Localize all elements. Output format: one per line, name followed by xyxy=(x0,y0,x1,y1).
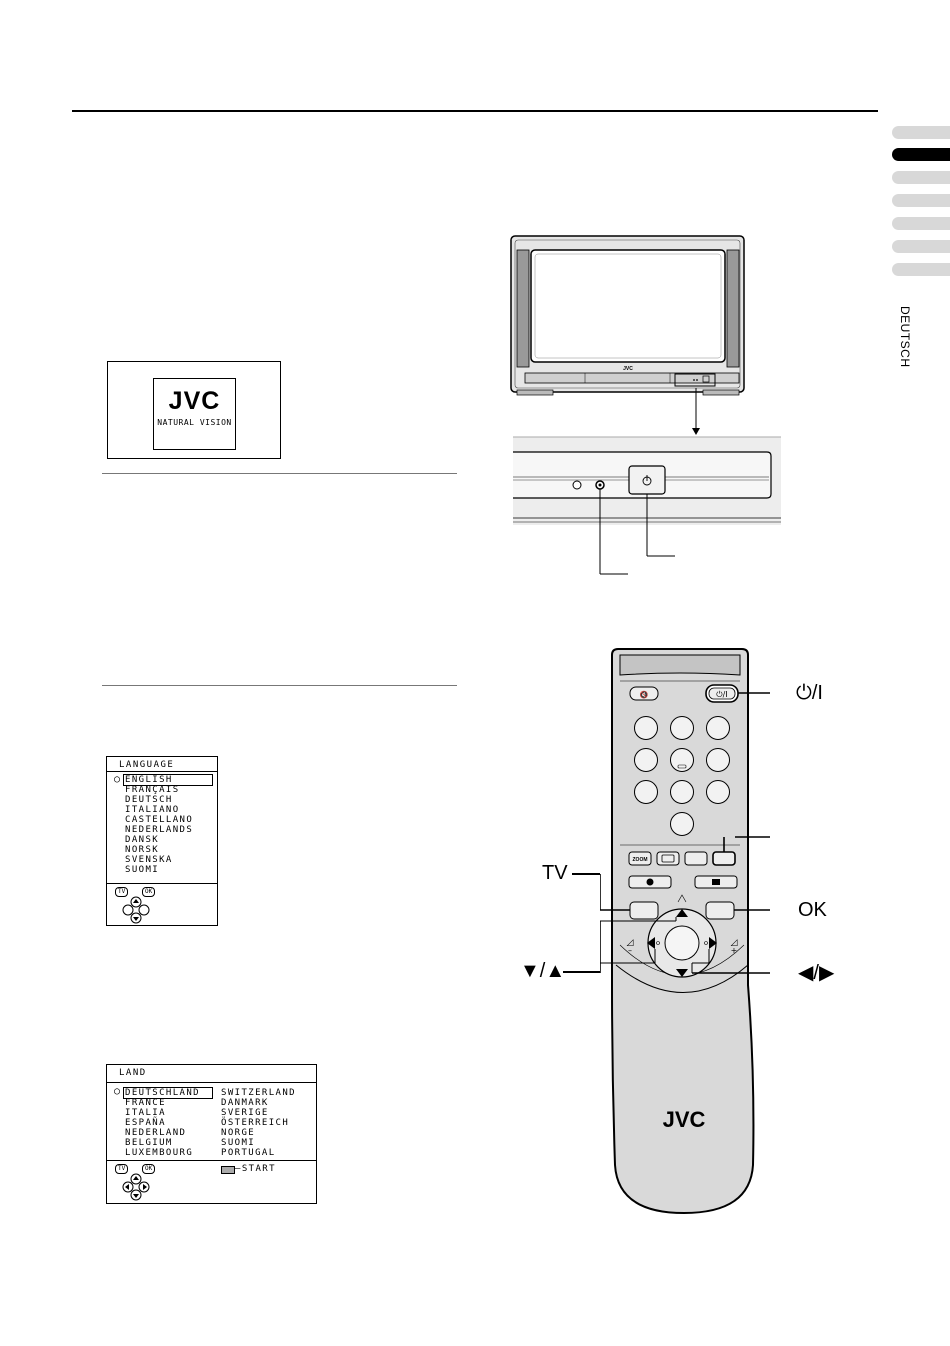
language-option[interactable]: NEDERLANDS xyxy=(125,825,194,835)
land-option[interactable]: SVERIGE xyxy=(221,1108,269,1118)
power-callout: ⏻/I xyxy=(796,682,823,704)
menu-divider xyxy=(107,1160,316,1161)
dpad-four-way-icon xyxy=(122,1173,150,1201)
side-tab[interactable] xyxy=(892,217,950,230)
menu-divider xyxy=(107,883,217,884)
up-down-leader-line xyxy=(563,971,600,973)
left-right-callout: ◀/▶ xyxy=(798,962,835,984)
remote-jvc-logo: JVC xyxy=(663,1107,706,1132)
side-language-label: DEUTSCH xyxy=(898,306,912,368)
land-option[interactable]: ÖSTERREICH xyxy=(221,1118,290,1128)
dpad-up-down-icon xyxy=(122,896,150,924)
land-menu-title: LAND xyxy=(119,1068,147,1078)
splash-tagline: NATURAL VISION xyxy=(157,418,232,427)
land-option[interactable]: SWITZERLAND xyxy=(221,1088,297,1098)
land-option[interactable]: LUXEMBOURG xyxy=(125,1148,194,1158)
header-rule xyxy=(72,110,878,112)
land-option[interactable]: NORGE xyxy=(221,1128,256,1138)
svg-text:◿: ◿ xyxy=(627,938,634,948)
tv-callout: TV xyxy=(542,862,568,884)
remote-control: 🔇 ⏻/I ZOOM ◿ – ◿ + JVC xyxy=(600,648,770,1215)
language-option[interactable]: SVENSKA xyxy=(125,855,173,865)
language-menu-title: LANGUAGE xyxy=(119,760,175,770)
tv-key-icon: TV xyxy=(115,1164,129,1174)
svg-text:–: – xyxy=(628,946,632,955)
language-option[interactable]: ITALIANO xyxy=(125,805,180,815)
section-divider xyxy=(102,473,457,474)
zoom-label: ZOOM xyxy=(633,857,648,863)
ok-callout: OK xyxy=(798,899,827,921)
land-option[interactable]: ITALIA xyxy=(125,1108,166,1118)
menu-divider xyxy=(107,1082,316,1083)
tv-key-icon: TV xyxy=(115,887,129,897)
tv-illustration: JVC xyxy=(510,235,781,575)
svg-text:+: + xyxy=(731,946,738,955)
up-down-callout: ▼/▲ xyxy=(520,960,566,982)
side-tab[interactable] xyxy=(892,194,950,207)
language-option[interactable]: FRANÇAIS xyxy=(125,785,180,795)
land-option[interactable]: FRANCE xyxy=(125,1098,166,1108)
language-option[interactable]: ENGLISH xyxy=(123,774,213,786)
ok-key-icon: OK xyxy=(142,1164,156,1174)
language-option[interactable]: CASTELLANO xyxy=(125,815,194,825)
selection-marker-icon: ○ xyxy=(114,774,121,785)
green-button-icon xyxy=(221,1166,235,1174)
side-tab-active[interactable] xyxy=(892,148,950,161)
side-tab[interactable] xyxy=(892,171,950,184)
splash-logo-box: JVC NATURAL VISION xyxy=(153,378,236,450)
ok-key-icon: OK xyxy=(142,887,156,897)
section-divider xyxy=(102,685,457,686)
jvc-logo: JVC xyxy=(168,387,221,415)
tv-jvc-logo: JVC xyxy=(623,366,633,372)
menu-divider xyxy=(107,771,217,772)
land-menu: LAND ○ DEUTSCHLAND FRANCE ITALIA ESPAÑA … xyxy=(106,1064,317,1204)
start-label: –START xyxy=(235,1164,276,1174)
land-option[interactable]: DANMARK xyxy=(221,1098,269,1108)
language-option[interactable]: DANSK xyxy=(125,835,160,845)
side-tab[interactable] xyxy=(892,263,950,276)
land-option[interactable]: PORTUGAL xyxy=(221,1148,276,1158)
land-option[interactable]: DEUTSCHLAND xyxy=(123,1087,213,1099)
splash-screen-frame xyxy=(107,361,281,459)
language-menu: LANGUAGE ○ ENGLISH FRANÇAIS DEUTSCH ITAL… xyxy=(106,756,218,926)
svg-text:⏻/I: ⏻/I xyxy=(716,690,727,699)
language-option[interactable]: NORSK xyxy=(125,845,160,855)
svg-text:🔇: 🔇 xyxy=(640,690,649,699)
side-tab[interactable] xyxy=(892,126,950,139)
side-tab[interactable] xyxy=(892,240,950,253)
tv-leader-line xyxy=(572,873,600,875)
land-option[interactable]: SUOMI xyxy=(221,1138,256,1148)
selection-marker-icon: ○ xyxy=(114,1086,121,1097)
language-option[interactable]: SUOMI xyxy=(125,865,160,875)
land-option[interactable]: BELGIUM xyxy=(125,1138,173,1148)
language-option[interactable]: DEUTSCH xyxy=(125,795,173,805)
svg-text:◿: ◿ xyxy=(731,938,738,948)
land-option[interactable]: ESPAÑA xyxy=(125,1118,166,1128)
land-option[interactable]: NEDERLAND xyxy=(125,1128,187,1138)
